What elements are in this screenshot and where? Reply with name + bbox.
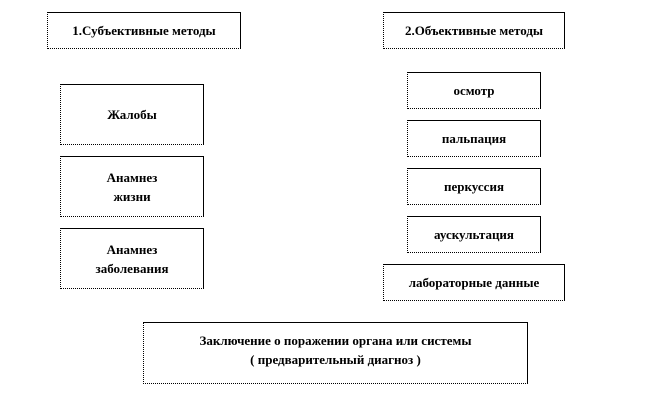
box-label: жизни: [113, 188, 151, 204]
box-label: перкуссия: [444, 179, 504, 194]
subjective-methods-header: 1.Субъективные методы: [47, 12, 241, 49]
conclusion-box: Заключение о поражении органа или систем…: [143, 322, 528, 384]
percussion-box: перкуссия: [407, 168, 541, 205]
box-label: пальпация: [441, 131, 507, 146]
disease-history-box: Анамнез заболевания: [60, 228, 204, 289]
palpation-box: пальпация: [407, 120, 541, 157]
box-label: осмотр: [453, 83, 495, 98]
objective-methods-header: 2.Объективные методы: [383, 12, 565, 49]
box-label: аускультация: [434, 227, 514, 242]
header-label: 1.Субъективные методы: [72, 23, 216, 38]
header-label: 2.Объективные методы: [404, 23, 544, 38]
box-label: Жалобы: [107, 107, 157, 122]
conclusion-line1: Заключение о поражении органа или систем…: [199, 333, 472, 348]
box-label: Анамнез: [106, 241, 158, 257]
box-label: Анамнез: [106, 169, 158, 185]
box-label: заболевания: [95, 260, 169, 276]
conclusion-line2: ( предварительный диагноз ): [250, 352, 421, 367]
auscultation-box: аускультация: [407, 216, 541, 253]
complaints-box: Жалобы: [60, 84, 204, 145]
box-label: лабораторные данные: [408, 275, 540, 290]
life-history-box: Анамнез жизни: [60, 156, 204, 217]
lab-data-box: лабораторные данные: [383, 264, 565, 301]
inspection-box: осмотр: [407, 72, 541, 109]
